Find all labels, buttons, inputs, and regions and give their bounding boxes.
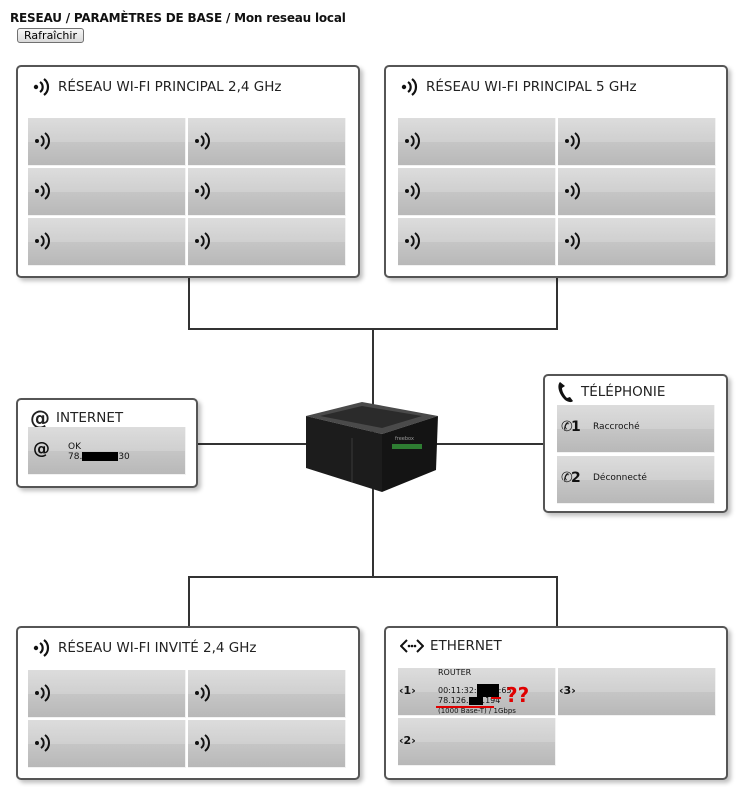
panel-title: RÉSEAU WI-FI PRINCIPAL 5 GHz bbox=[400, 77, 637, 97]
wifi-icon bbox=[405, 232, 420, 250]
at-icon: @ bbox=[33, 439, 50, 459]
internet-status-tile[interactable]: @ OK 78.30 bbox=[28, 427, 186, 475]
wifi-slot[interactable] bbox=[28, 168, 186, 216]
phone-icon: ✆ bbox=[561, 419, 573, 435]
redacted-block bbox=[468, 696, 483, 705]
connector-line bbox=[556, 576, 558, 627]
wifi-slot[interactable] bbox=[28, 720, 186, 768]
wifi-slot[interactable] bbox=[188, 670, 346, 718]
wifi-icon bbox=[33, 78, 50, 96]
internet-status: OK bbox=[68, 442, 81, 452]
wifi-icon bbox=[401, 78, 418, 96]
wifi-icon bbox=[35, 734, 50, 752]
phone-line-number: 1 bbox=[571, 419, 581, 435]
wifi-slot[interactable] bbox=[28, 670, 186, 718]
wifi-slot[interactable] bbox=[558, 118, 716, 166]
wifi-slot[interactable] bbox=[398, 218, 556, 266]
panel-title: RÉSEAU WI-FI INVITÉ 2,4 GHz bbox=[32, 638, 256, 658]
connector-line bbox=[188, 576, 190, 627]
annotation-question-marks: ?? bbox=[506, 683, 530, 707]
at-icon: @ bbox=[30, 406, 50, 430]
wifi-icon bbox=[565, 182, 580, 200]
phone-icon: ✆ bbox=[561, 470, 573, 486]
breadcrumb: RESEAU / PARAMÈTRES DE BASE / Mon reseau… bbox=[10, 11, 346, 25]
redacted-block bbox=[82, 452, 119, 461]
ethernet-port-icon: ‹3› bbox=[559, 684, 576, 697]
phone-line-tile[interactable]: ✆ 1 Raccroché bbox=[557, 405, 715, 453]
telephony-panel: TÉLÉPHONIE ✆ 1 Raccroché ✆ 2 Déconnecté bbox=[543, 374, 728, 513]
ethernet-port-tile[interactable]: ‹3› bbox=[558, 668, 716, 716]
ethernet-ip: 78.126..194 bbox=[438, 696, 501, 705]
wifi-icon bbox=[195, 684, 210, 702]
ethernet-port-tile[interactable]: ‹2› bbox=[398, 718, 556, 766]
internet-panel: @ INTERNET @ OK 78.30 bbox=[16, 398, 198, 488]
guest-wifi-panel: RÉSEAU WI-FI INVITÉ 2,4 GHz bbox=[16, 626, 360, 780]
phone-line-number: 2 bbox=[571, 470, 581, 486]
wifi-slot[interactable] bbox=[558, 168, 716, 216]
wifi-icon bbox=[195, 232, 210, 250]
wifi-slot[interactable] bbox=[398, 168, 556, 216]
ethernet-panel: ETHERNET ‹1› ROUTER 00:11:32::65 78.126.… bbox=[384, 626, 728, 780]
phone-line-status: Raccroché bbox=[593, 422, 640, 432]
wifi-icon bbox=[35, 684, 50, 702]
wifi-icon bbox=[565, 232, 580, 250]
wifi-icon bbox=[195, 132, 210, 150]
internet-ip: 78.30 bbox=[68, 452, 130, 462]
ethernet-port-icon: ‹1› bbox=[399, 684, 416, 697]
wifi-slot[interactable] bbox=[188, 720, 346, 768]
phone-line-status: Déconnecté bbox=[593, 473, 647, 483]
ethernet-icon bbox=[400, 639, 424, 653]
ethernet-mac: 00:11:32::65 bbox=[438, 684, 512, 697]
wifi-24ghz-panel: RÉSEAU WI-FI PRINCIPAL 2,4 GHz bbox=[16, 65, 360, 278]
annotation-underline bbox=[436, 706, 494, 708]
wifi-icon bbox=[405, 182, 420, 200]
wifi-icon bbox=[35, 232, 50, 250]
wifi-slot[interactable] bbox=[398, 118, 556, 166]
wifi-icon bbox=[405, 132, 420, 150]
connector-line bbox=[188, 278, 190, 329]
wifi-icon bbox=[33, 639, 50, 657]
panel-title: @ INTERNET bbox=[30, 406, 124, 430]
panel-title: ETHERNET bbox=[400, 638, 502, 654]
ethernet-port-icon: ‹2› bbox=[399, 734, 416, 747]
wifi-slot[interactable] bbox=[558, 218, 716, 266]
router-image: freebox bbox=[306, 402, 438, 492]
redacted-block bbox=[476, 684, 499, 697]
connector-line bbox=[556, 278, 558, 329]
wifi-slot[interactable] bbox=[188, 218, 346, 266]
ethernet-device-name: ROUTER bbox=[438, 668, 472, 677]
ethernet-port-tile[interactable]: ‹1› ROUTER 00:11:32::65 78.126..194 (100… bbox=[398, 668, 556, 716]
wifi-icon bbox=[35, 182, 50, 200]
wifi-5ghz-panel: RÉSEAU WI-FI PRINCIPAL 5 GHz bbox=[384, 65, 728, 278]
svg-text:freebox: freebox bbox=[395, 436, 414, 442]
panel-title: TÉLÉPHONIE bbox=[557, 381, 665, 403]
phone-icon bbox=[558, 382, 573, 403]
ethernet-link-speed: (1000 Base-T) / 1Gbps bbox=[438, 707, 516, 715]
wifi-icon bbox=[35, 132, 50, 150]
wifi-icon bbox=[565, 132, 580, 150]
phone-line-tile[interactable]: ✆ 2 Déconnecté bbox=[557, 456, 715, 504]
wifi-slot[interactable] bbox=[28, 218, 186, 266]
wifi-slot[interactable] bbox=[28, 118, 186, 166]
connector-line bbox=[188, 576, 558, 578]
wifi-icon bbox=[195, 182, 210, 200]
wifi-slot[interactable] bbox=[188, 168, 346, 216]
annotation-dash bbox=[491, 697, 501, 699]
wifi-icon bbox=[195, 734, 210, 752]
panel-title: RÉSEAU WI-FI PRINCIPAL 2,4 GHz bbox=[32, 77, 281, 97]
wifi-slot[interactable] bbox=[188, 118, 346, 166]
refresh-button[interactable]: Rafraîchir bbox=[17, 28, 84, 43]
